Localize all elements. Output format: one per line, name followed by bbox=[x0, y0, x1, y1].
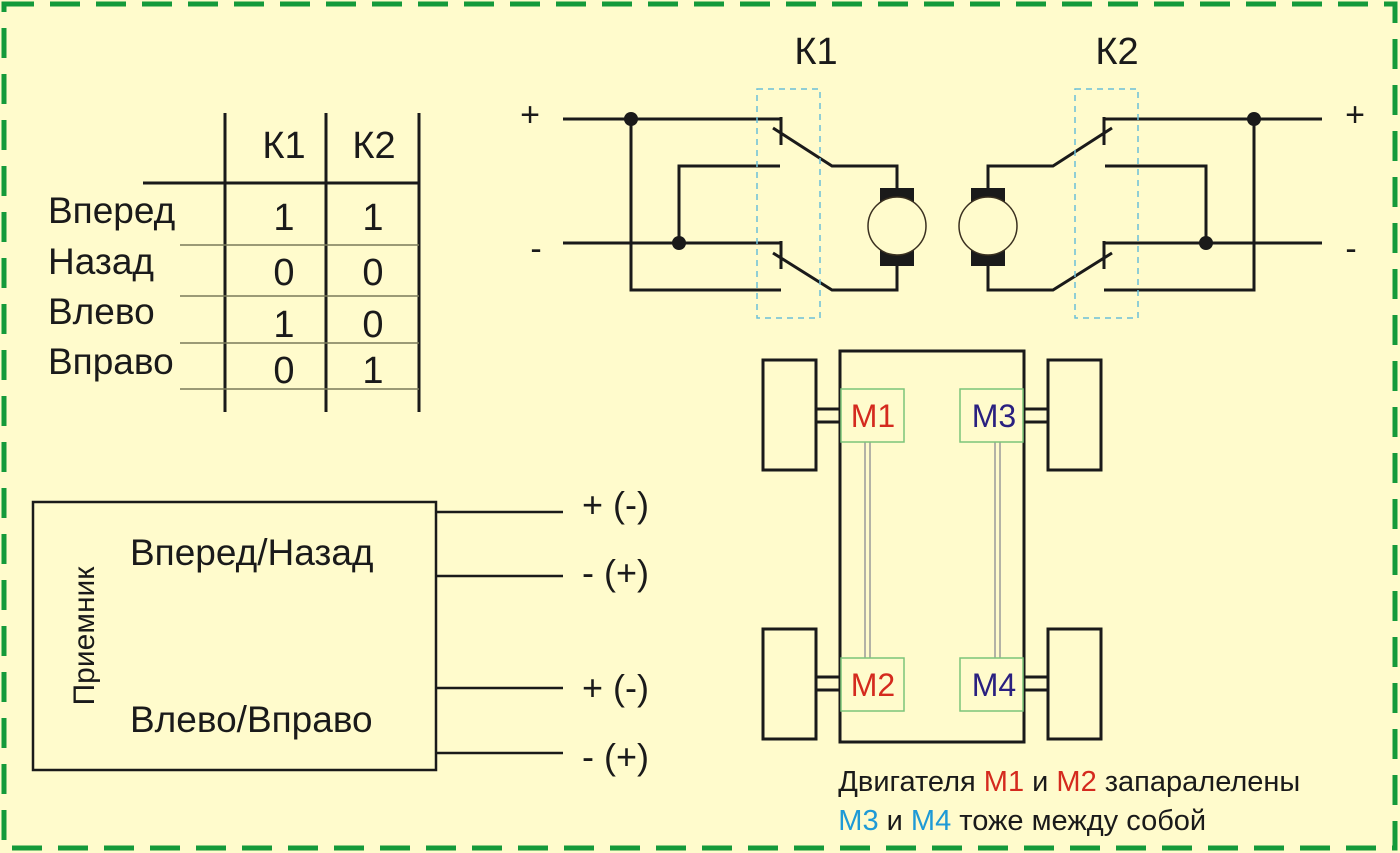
motor-boxes bbox=[840, 388, 1024, 712]
receiver-outputs bbox=[436, 510, 563, 755]
cell-right-k2: 1 bbox=[362, 350, 383, 392]
channel2-label: Влево/Вправо bbox=[130, 699, 373, 740]
cell-left-k1: 1 bbox=[273, 304, 294, 346]
note-line2-mid: и bbox=[879, 805, 911, 837]
channel1-out1-label: + (-) bbox=[582, 484, 649, 525]
relay-k1-label: К1 bbox=[794, 31, 837, 73]
motor-label-m3: M3 bbox=[972, 398, 1016, 434]
switch-arm bbox=[986, 126, 1113, 188]
truth-table-text: К1 К2 Вперед 1 1 Назад 0 0 Влево 1 0 Впр… bbox=[48, 125, 396, 392]
relay-k2-label: К2 bbox=[1095, 31, 1138, 73]
switch-arm bbox=[772, 126, 899, 188]
cell-right-k1: 0 bbox=[273, 350, 294, 392]
motor-rotor bbox=[867, 196, 927, 256]
channel1-out2-label: - (+) bbox=[582, 552, 649, 593]
k1-plus-label: + bbox=[520, 96, 540, 134]
k2-plus-label: + bbox=[1345, 96, 1365, 134]
note-line1: Двигателя M1 и M2 запаралелены bbox=[798, 766, 1324, 798]
motor-label-m4: M4 bbox=[972, 667, 1016, 703]
row-label-back: Назад bbox=[48, 241, 154, 282]
note-line1-prefix: Двигателя bbox=[838, 766, 983, 798]
parallel-links bbox=[864, 442, 1001, 658]
cell-back-k2: 0 bbox=[362, 252, 383, 294]
relay-k2-box bbox=[1074, 88, 1139, 319]
row-label-left: Влево bbox=[48, 291, 155, 332]
row-label-forward: Вперед bbox=[48, 190, 175, 231]
motor-label-m2: M2 bbox=[851, 667, 895, 703]
axle-front-right bbox=[1022, 407, 1050, 424]
channel2-out1-label: + (-) bbox=[582, 667, 649, 708]
cell-left-k2: 0 bbox=[362, 304, 383, 346]
chassis-body bbox=[838, 349, 1026, 744]
motor-box-m3 bbox=[959, 388, 1024, 443]
cell-forward-k2: 1 bbox=[362, 197, 383, 239]
motor-box-m1 bbox=[840, 388, 905, 443]
wire bbox=[677, 164, 780, 243]
chassis bbox=[761, 349, 1103, 744]
junction-dot bbox=[624, 112, 638, 126]
note-m1: M1 bbox=[984, 766, 1024, 798]
junction-dot bbox=[1247, 112, 1261, 126]
note-line2: M3 и M4 тоже между собой bbox=[798, 805, 1230, 837]
junction-dot bbox=[1199, 236, 1213, 250]
wire bbox=[1104, 119, 1256, 292]
motor-symbol-k1 bbox=[867, 188, 927, 266]
switch-arm bbox=[986, 251, 1113, 292]
junction-dot bbox=[672, 236, 686, 250]
table-header-k2: К2 bbox=[352, 125, 395, 167]
table-header-k1: К1 bbox=[262, 125, 305, 167]
motor-box-m4 bbox=[959, 657, 1024, 712]
channel2-out2-label: - (+) bbox=[582, 736, 649, 777]
axle-rear-right bbox=[1022, 675, 1050, 692]
wire bbox=[629, 119, 781, 292]
k1-minus-label: - bbox=[530, 230, 541, 268]
note-line1-mid: и bbox=[1024, 766, 1056, 798]
note-m2: M2 bbox=[1056, 766, 1096, 798]
channel1-label: Вперед/Назад bbox=[130, 532, 374, 573]
wire bbox=[1105, 164, 1208, 243]
note-m3: M3 bbox=[838, 805, 878, 837]
receiver-box bbox=[31, 500, 438, 772]
note-line2-suffix: тоже между собой bbox=[951, 805, 1206, 837]
motor-rotor bbox=[958, 196, 1018, 256]
truth-table bbox=[143, 113, 421, 412]
axle-front-left bbox=[814, 407, 842, 424]
switch-arm bbox=[772, 251, 899, 292]
motor-symbol-k2 bbox=[958, 188, 1018, 266]
cell-forward-k1: 1 bbox=[273, 197, 294, 239]
relay-k1-box bbox=[756, 88, 821, 319]
cell-back-k1: 0 bbox=[273, 252, 294, 294]
receiver-title: Приемник bbox=[68, 566, 101, 706]
axle-rear-left bbox=[814, 675, 842, 692]
k2-minus-label: - bbox=[1345, 230, 1356, 268]
note-m4: M4 bbox=[911, 805, 951, 837]
note-line1-suffix: запаралелены bbox=[1097, 766, 1301, 798]
motor-box-m2 bbox=[840, 657, 905, 712]
motor-label-m1: M1 bbox=[851, 398, 895, 434]
row-label-right: Вправо bbox=[48, 341, 174, 382]
